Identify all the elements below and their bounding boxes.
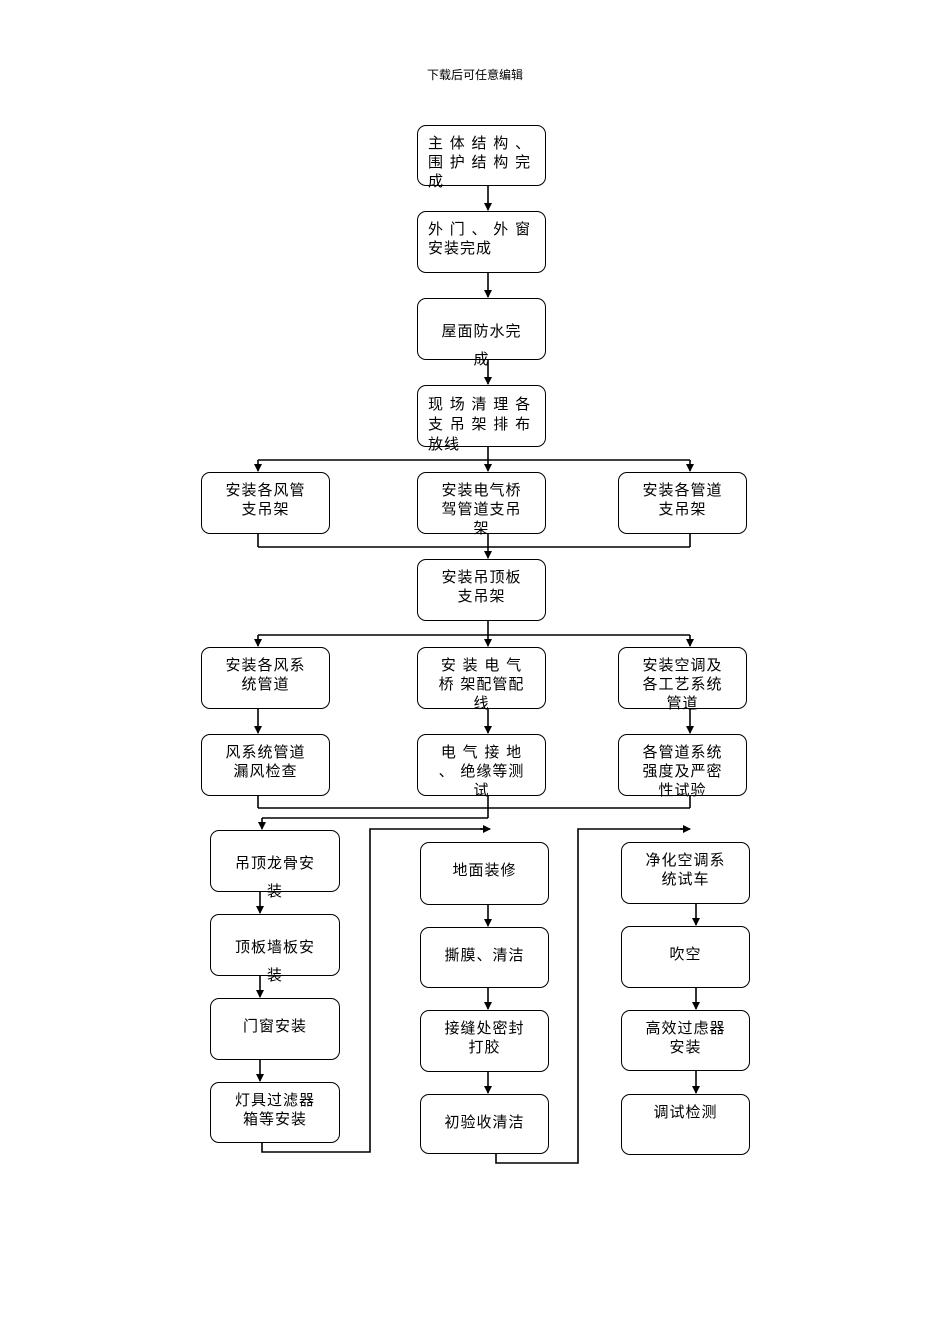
step-film-removal: 撕膜、清洁 — [420, 927, 549, 988]
step-label: 灯具过滤器箱等安装 — [234, 1091, 315, 1128]
step-label: 门窗安装 — [242, 1017, 307, 1035]
step-joint-sealing: 接缝处密封打胶 — [420, 1010, 549, 1072]
step-lights-filters: 灯具过滤器箱等安装 — [210, 1082, 340, 1143]
step-label: 初验收清洁 — [444, 1113, 525, 1131]
step-duct-leak-test: 风系统管道漏风检查 — [201, 734, 330, 796]
step-label: 安装各风系统管道 — [225, 656, 306, 693]
step-hvac-piping: 安装空调及各工艺系统管道 — [618, 647, 747, 712]
step-label: 电 气 接 地 、 绝缘等测试 — [438, 743, 525, 799]
step-wall-panels: 顶板墙板安装 — [210, 914, 340, 984]
step-label: 安装电气桥驾管道支吊架 — [441, 481, 522, 537]
step-hepa-filter: 高效过虑器安装 — [621, 1010, 750, 1071]
step-label: 吹空 — [669, 945, 702, 963]
step-label: 调试检测 — [653, 1103, 718, 1121]
step-site-cleanup: 现 场 清 理 各 支 吊 架 排 布 放线 — [417, 385, 546, 453]
step-air-blow: 吹空 — [621, 926, 750, 988]
step-doors-windows: 外 门 、 外 窗 安装完成 — [417, 211, 546, 273]
step-label: 净化空调系统试车 — [645, 851, 726, 888]
step-commissioning: 调试检测 — [621, 1094, 750, 1155]
step-main-structure: 主 体 结 构 、 围 护 结 构 完 成 — [417, 125, 546, 190]
step-floor-finish: 地面装修 — [420, 842, 549, 905]
step-cable-trays-wiring: 安 装 电 气 桥 架配管配线 — [417, 647, 546, 712]
step-label: 安 装 电 气 桥 架配管配线 — [438, 656, 525, 712]
step-air-ducts: 安装各风系统管道 — [201, 647, 330, 709]
step-label: 风系统管道漏风检查 — [225, 743, 306, 780]
step-label: 主 体 结 构 、 围 护 结 构 完 成 — [428, 134, 532, 190]
step-label: 顶板墙板安装 — [234, 938, 315, 984]
step-label: 现 场 清 理 各 支 吊 架 排 布 放线 — [428, 395, 532, 453]
step-label: 接缝处密封打胶 — [444, 1019, 525, 1056]
step-pipe-pressure-test: 各管道系统强度及严密性试验 — [618, 734, 747, 799]
step-ceiling-keel: 吊顶龙骨安装 — [210, 830, 340, 900]
step-ceiling-hangers: 安装吊顶板支吊架 — [417, 559, 546, 621]
step-duct-hangers: 安装各风管支吊架 — [201, 472, 330, 534]
step-door-window-install: 门窗安装 — [210, 998, 340, 1060]
step-label: 撕膜、清洁 — [444, 946, 525, 964]
connector-l4-m1 — [261, 828, 488, 1153]
step-hvac-trial-run: 净化空调系统试车 — [621, 842, 750, 904]
step-label: 高效过虑器安装 — [645, 1019, 726, 1056]
step-initial-cleaning: 初验收清洁 — [420, 1094, 549, 1154]
step-roof-waterproof: 屋面防水完成 — [417, 298, 546, 368]
page-header: 下载后可任意编辑 — [426, 68, 523, 82]
step-label: 地面装修 — [452, 861, 517, 879]
step-label: 外 门 、 外 窗 安装完成 — [428, 220, 532, 257]
step-electrical-tests: 电 气 接 地 、 绝缘等测试 — [417, 734, 546, 799]
step-pipe-hangers: 安装各管道支吊架 — [618, 472, 747, 534]
step-cable-tray-hangers: 安装电气桥驾管道支吊架 — [417, 472, 546, 537]
connector-m4-r1 — [495, 828, 686, 1164]
step-label: 安装各管道支吊架 — [642, 481, 723, 518]
step-label: 安装空调及各工艺系统管道 — [642, 656, 723, 712]
step-label: 安装吊顶板支吊架 — [441, 568, 522, 605]
step-label: 吊顶龙骨安装 — [234, 854, 315, 900]
step-label: 安装各风管支吊架 — [225, 481, 306, 518]
step-label: 屋面防水完成 — [441, 322, 522, 368]
step-label: 各管道系统强度及严密性试验 — [642, 743, 723, 799]
